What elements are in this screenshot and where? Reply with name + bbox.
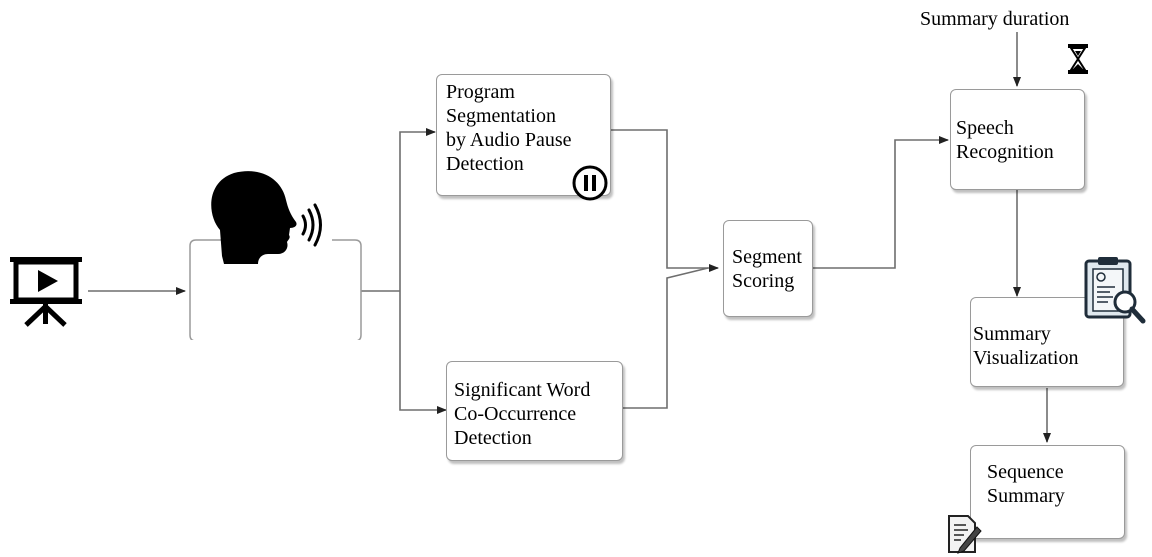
video-presentation-icon [10,257,82,327]
hourglass-icon [1068,44,1088,74]
program-segmentation-label: Program Segmentation by Audio Pause Dete… [446,81,572,175]
sequence-summary-label: Sequence Summary [987,461,1065,507]
summary-visualization-label: Summary Visualization [973,323,1079,369]
summary-duration-label: Summary duration [920,8,1070,30]
edge-split-to-program [399,128,436,291]
speaking-head-icon [211,171,297,264]
word-cooccurrence-label: Significant Word Co-Occurrence Detection [454,379,591,449]
speech-recognition-node: Speech Recognition [950,89,1085,190]
program-segmentation-node: Program Segmentation by Audio Pause Dete… [436,74,611,201]
edge-word-to-scoring [622,267,709,409]
document-edit-icon [948,515,982,554]
edge-scoring-to-speech [812,136,949,269]
sequence-summary-node: Sequence Summary [970,445,1125,539]
speaker-node [189,171,362,340]
segment-scoring-label: Segment Scoring [732,246,802,292]
edge-program-to-scoring [610,129,719,272]
edge-split-to-word [399,291,447,414]
pause-icon [572,165,608,201]
clipboard-search-icon [1084,257,1146,324]
speech-recognition-label: Speech Recognition [956,117,1054,163]
word-cooccurrence-node: Significant Word Co-Occurrence Detection [446,361,623,461]
segment-scoring-node: Segment Scoring [723,220,813,317]
